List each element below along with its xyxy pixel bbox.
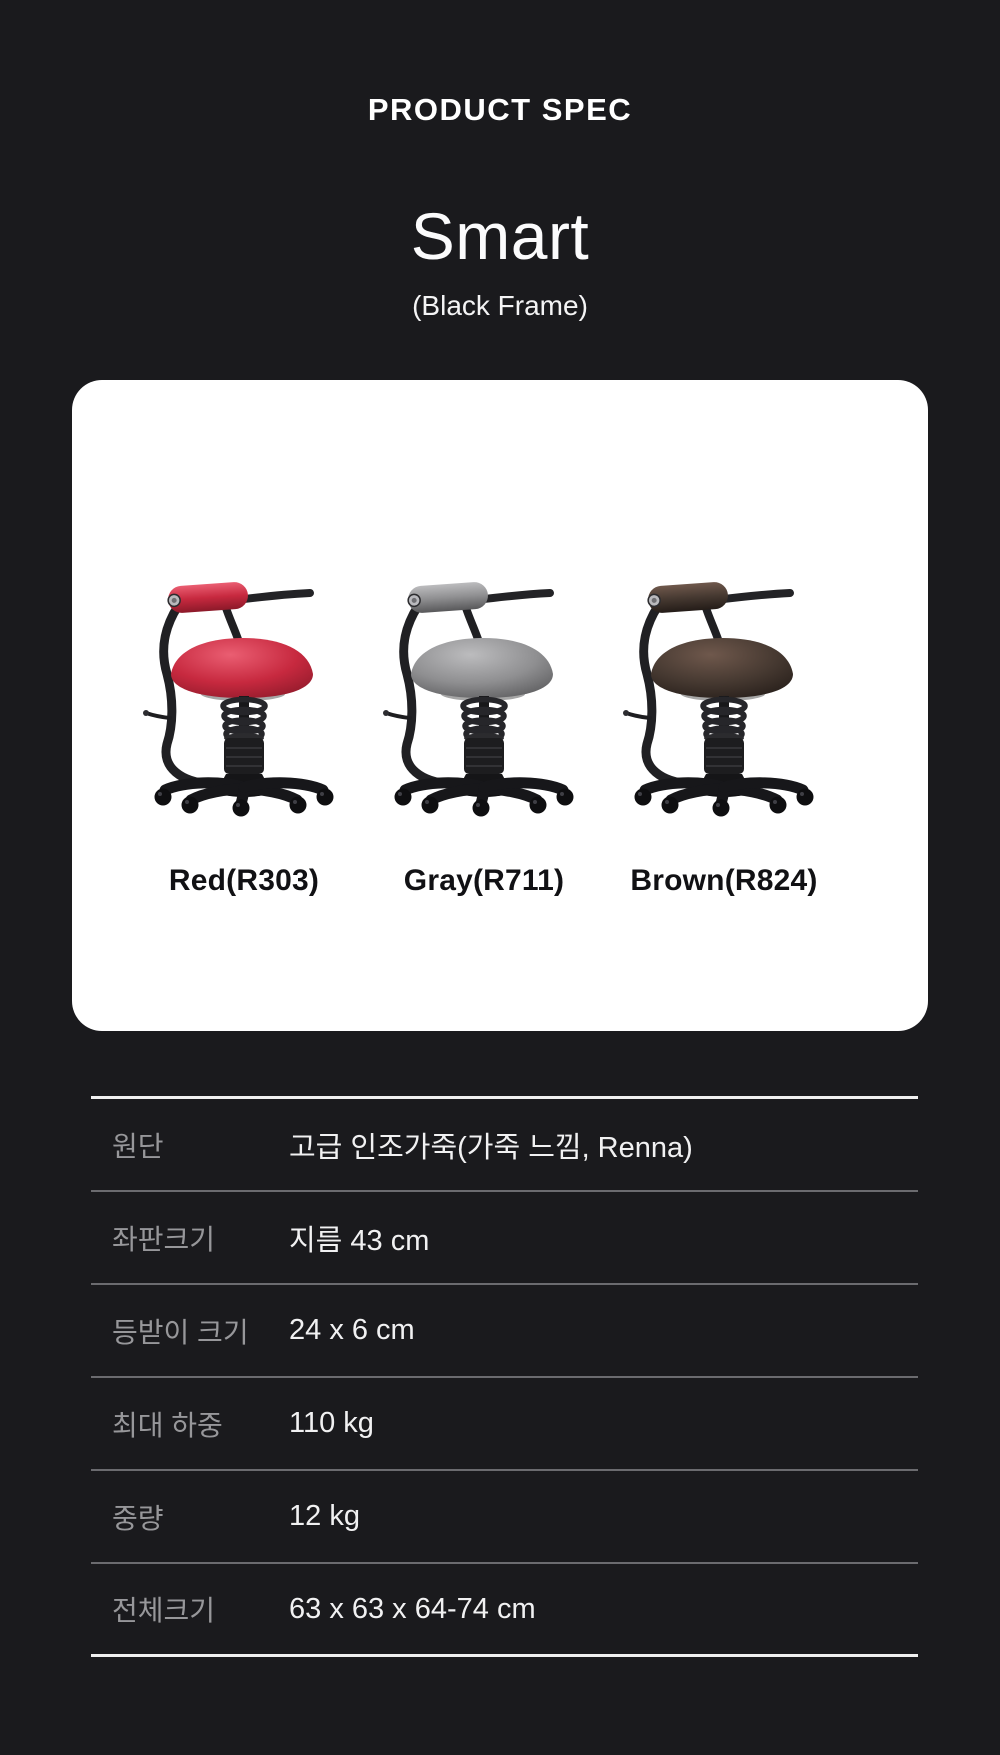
red-chair-illustration: [140, 578, 348, 818]
spec-label: 원단: [112, 1130, 164, 1162]
page-title: Smart: [410, 199, 590, 273]
chair-variant-gray: Gray(R711): [364, 578, 604, 908]
spec-label: 전체크기: [112, 1595, 216, 1626]
spec-label: 좌판크기: [112, 1223, 216, 1255]
spec-value: 24 x 6 cm: [289, 1314, 415, 1346]
spec-value: 63 x 63 x 64-74 cm: [289, 1592, 536, 1625]
spec-row-backrest-size: 등받이 크기 24 x 6 cm: [91, 1285, 918, 1378]
spec-label: 중량: [112, 1502, 164, 1534]
spec-row-overall-size: 전체크기 63 x 63 x 64-74 cm: [91, 1564, 918, 1657]
chair-variant-red: Red(R303): [124, 578, 364, 908]
eyebrow-heading: PRODUCT SPEC: [367, 92, 633, 127]
spec-value: 110 kg: [289, 1407, 374, 1439]
variant-label: Red(R303): [168, 864, 320, 897]
brown-chair-illustration: [620, 578, 828, 818]
product-image-card: Red(R303): [72, 380, 928, 1031]
spec-row-weight: 중량 12 kg: [91, 1471, 918, 1564]
page-subtitle: (Black Frame): [412, 290, 588, 321]
spec-row-max-load: 최대 하중 110 kg: [91, 1378, 918, 1471]
spec-value: 12 kg: [289, 1500, 360, 1532]
variant-label: Gray(R711): [403, 864, 565, 897]
spec-label: 최대 하중: [112, 1409, 223, 1441]
spec-value: 지름 43 cm: [289, 1224, 430, 1257]
variant-label: Brown(R824): [630, 864, 818, 897]
spec-value: 고급 인조가죽(가죽 느낌, Renna): [289, 1131, 693, 1164]
spec-label: 등받이 크기: [112, 1316, 249, 1348]
chair-variant-brown: Brown(R824): [604, 578, 844, 908]
gray-chair-illustration: [380, 578, 588, 818]
spec-row-fabric: 원단 고급 인조가죽(가죽 느낌, Renna): [91, 1099, 918, 1192]
spec-table: 원단 고급 인조가죽(가죽 느낌, Renna) 좌판크기 지름 43 cm 등…: [91, 1096, 918, 1657]
spec-row-seat-size: 좌판크기 지름 43 cm: [91, 1192, 918, 1285]
